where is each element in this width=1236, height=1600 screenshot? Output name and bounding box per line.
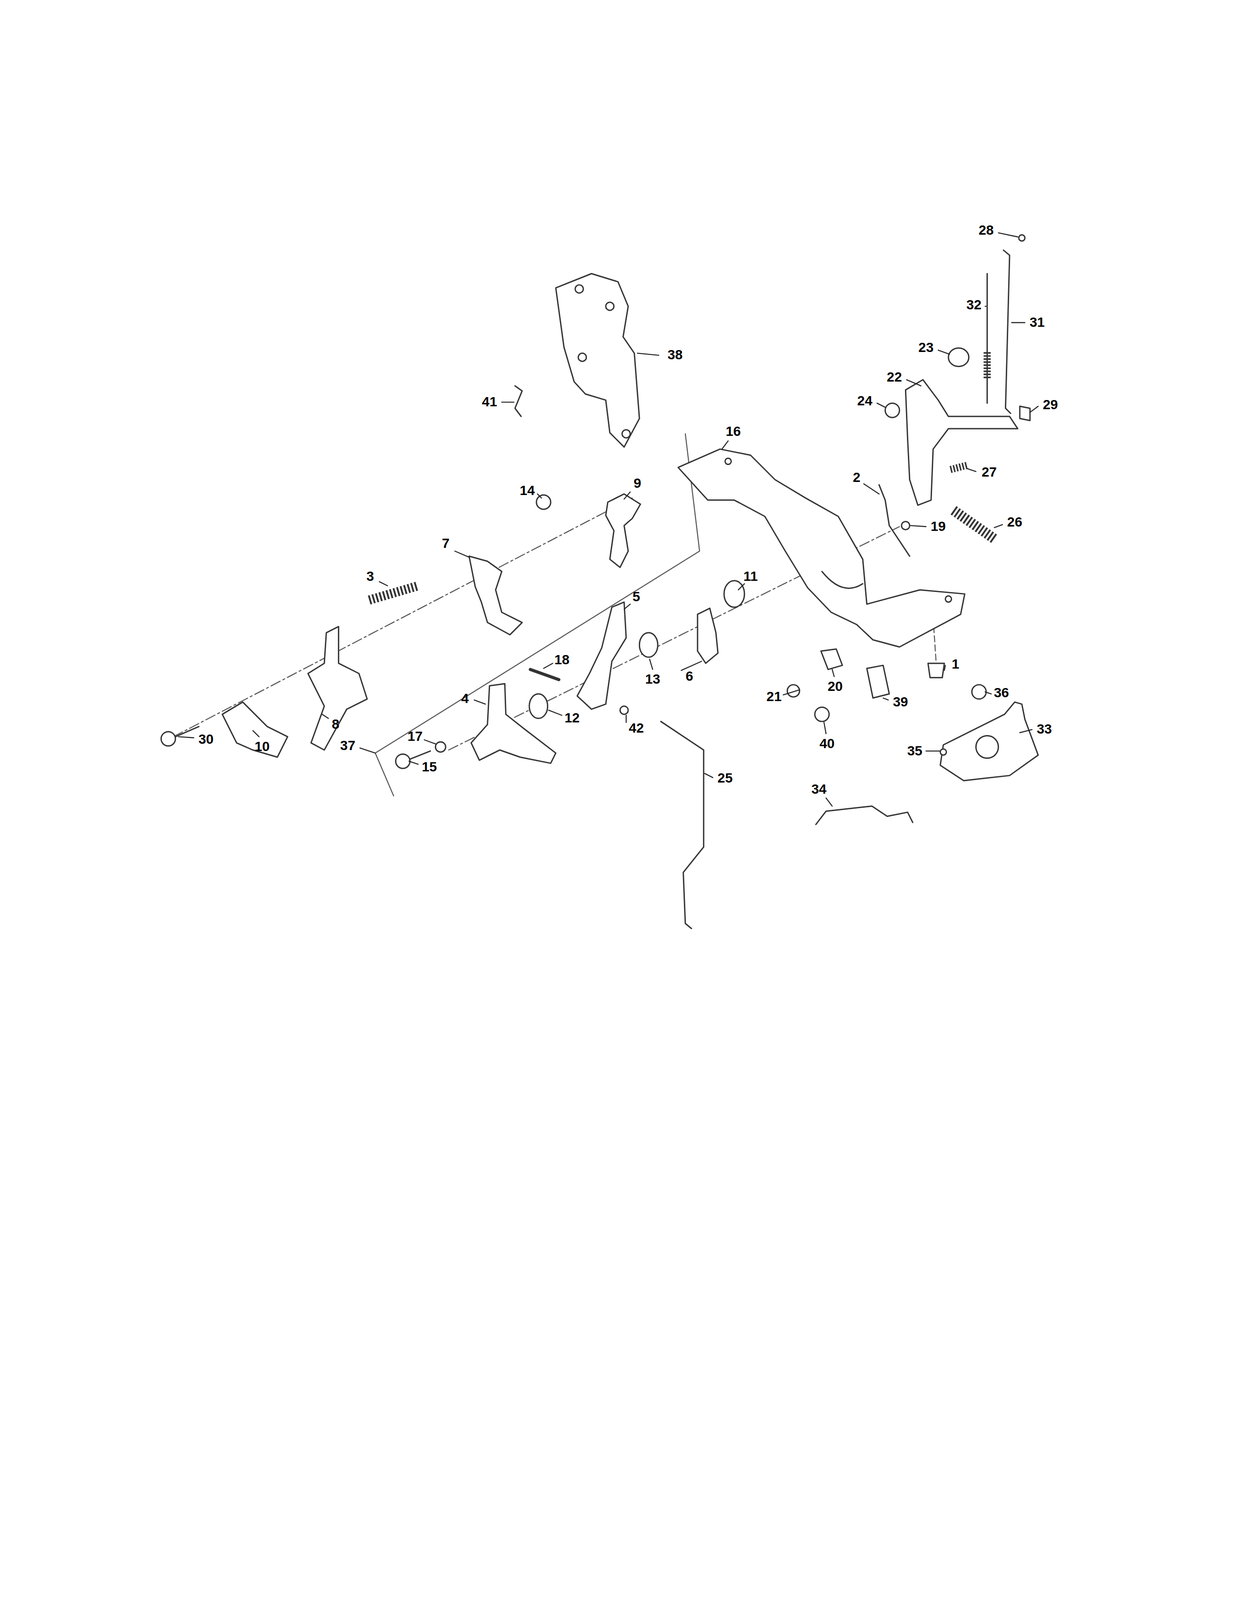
bolt-head bbox=[395, 753, 410, 768]
spring-wire bbox=[879, 484, 910, 556]
hole bbox=[575, 285, 584, 294]
callout-number: 41 bbox=[480, 394, 498, 410]
washer bbox=[639, 632, 658, 657]
hole bbox=[945, 595, 952, 603]
callout-number: 40 bbox=[818, 736, 836, 751]
washer bbox=[529, 693, 548, 718]
bolt bbox=[530, 669, 559, 680]
spring bbox=[953, 509, 995, 539]
callout-number: 31 bbox=[1028, 315, 1046, 330]
callout-number: 35 bbox=[906, 743, 924, 759]
callout-number: 19 bbox=[929, 519, 947, 534]
callout-number: 24 bbox=[856, 393, 874, 409]
callout-number: 22 bbox=[886, 369, 904, 385]
slot bbox=[822, 571, 863, 589]
bolt-head bbox=[160, 731, 175, 746]
callout-number: 27 bbox=[980, 464, 998, 480]
hole bbox=[621, 429, 631, 438]
lever bbox=[307, 626, 367, 750]
axis-line bbox=[173, 497, 633, 737]
hole bbox=[605, 301, 615, 311]
leader-lines bbox=[178, 232, 1039, 806]
callout-number: 33 bbox=[1035, 721, 1053, 737]
lever bbox=[605, 493, 641, 568]
callout-number: 9 bbox=[632, 475, 643, 491]
washer bbox=[724, 580, 745, 608]
hole bbox=[725, 458, 732, 465]
clip bbox=[821, 649, 843, 670]
callout-number: 38 bbox=[666, 347, 684, 363]
cable bbox=[986, 273, 988, 403]
nut bbox=[619, 705, 629, 714]
group-bracket bbox=[375, 433, 700, 796]
nut bbox=[971, 684, 986, 699]
bracket bbox=[940, 701, 1039, 781]
callout-number: 17 bbox=[406, 728, 424, 744]
washer bbox=[435, 741, 446, 752]
callout-number: 16 bbox=[724, 424, 742, 439]
callout-number: 5 bbox=[631, 589, 642, 604]
lever bbox=[905, 379, 1018, 506]
callout-number: 1 bbox=[950, 656, 961, 672]
callout-number: 10 bbox=[253, 739, 271, 754]
callout-number: 34 bbox=[810, 781, 828, 797]
callout-number: 23 bbox=[917, 340, 935, 355]
bolt-head bbox=[928, 663, 945, 678]
callout-number: 36 bbox=[993, 685, 1011, 700]
callout-number: 21 bbox=[765, 689, 783, 704]
spring bbox=[950, 465, 967, 470]
callout-number: 11 bbox=[742, 569, 760, 584]
rod bbox=[815, 806, 913, 825]
callout-number: 7 bbox=[441, 536, 451, 551]
nut bbox=[1018, 234, 1026, 241]
clip bbox=[515, 385, 523, 417]
callout-number: 18 bbox=[553, 652, 571, 667]
nut bbox=[536, 494, 551, 509]
spring bbox=[983, 351, 991, 380]
lever bbox=[471, 683, 556, 763]
callout-number: 29 bbox=[1042, 397, 1060, 412]
callout-number: 25 bbox=[716, 770, 734, 786]
callout-number: 12 bbox=[563, 710, 581, 726]
callout-number: 28 bbox=[977, 222, 995, 238]
callout-number: 20 bbox=[826, 679, 844, 694]
callout-number: 6 bbox=[684, 668, 695, 684]
lever bbox=[697, 607, 718, 664]
bolt-shank bbox=[410, 750, 431, 760]
spring bbox=[369, 585, 419, 600]
callout-number: 42 bbox=[627, 720, 645, 736]
nut bbox=[814, 707, 829, 722]
mount-plate bbox=[555, 273, 640, 447]
callout-number: 32 bbox=[965, 297, 983, 313]
callout-number: 14 bbox=[518, 483, 536, 498]
clip bbox=[866, 665, 889, 698]
screw bbox=[940, 748, 947, 756]
callout-number: 30 bbox=[197, 731, 215, 747]
bolt-shank bbox=[175, 726, 199, 737]
callout-number: 8 bbox=[330, 716, 341, 732]
hole bbox=[975, 735, 999, 758]
clip bbox=[1019, 406, 1030, 421]
rod bbox=[1003, 250, 1011, 414]
callout-number: 13 bbox=[644, 671, 662, 687]
callout-number: 2 bbox=[852, 470, 862, 485]
washer bbox=[901, 521, 910, 530]
callout-number: 26 bbox=[1006, 514, 1024, 530]
plate bbox=[222, 701, 288, 758]
knob bbox=[948, 348, 969, 367]
callout-number: 37 bbox=[339, 738, 357, 753]
nut bbox=[885, 403, 900, 418]
rod bbox=[660, 721, 704, 929]
lever bbox=[469, 555, 523, 635]
callout-number: 3 bbox=[365, 569, 376, 584]
lever bbox=[577, 602, 627, 710]
callout-number: 15 bbox=[420, 759, 438, 775]
callout-number: 39 bbox=[891, 694, 909, 710]
callout-number: 4 bbox=[460, 691, 471, 706]
hole bbox=[578, 352, 587, 362]
